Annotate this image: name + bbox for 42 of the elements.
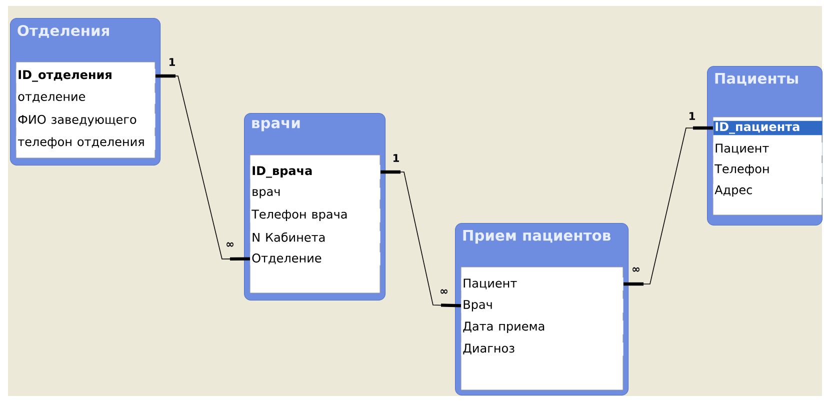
cardinality-label: ∞ [226, 242, 234, 247]
field-row: отделение [16, 92, 156, 104]
node-label: Телефон врача [252, 210, 347, 222]
field-row: N Кабинета [250, 231, 380, 244]
field-row: Пациент [713, 142, 822, 156]
node-label: Телефон [714, 164, 769, 176]
field-row: ID_пациента [713, 120, 822, 136]
node-label: Дата приема [463, 322, 544, 334]
cardinality-label: 1 [170, 58, 175, 66]
node-label: N Кабинета [252, 232, 325, 242]
field-row: ФИО заведующего [16, 114, 156, 128]
cardinality-label: 1 [690, 112, 695, 120]
cardinality-label: 1 [394, 154, 399, 162]
field-row: Дата приема [461, 320, 624, 334]
relationship-line [380, 170, 462, 308]
cardinality-label: ∞ [440, 289, 448, 294]
node-label: врач [252, 189, 280, 198]
field-row: врач [250, 188, 380, 200]
relationship-line [624, 126, 713, 286]
relationship-line [156, 74, 250, 261]
node-label: Врач [464, 300, 492, 312]
node-label: Диагноз [463, 344, 514, 354]
field-row: Пациент [461, 277, 624, 291]
field-row: Диагноз [461, 342, 624, 356]
node-label: ID_отделения [18, 70, 112, 82]
node-label: Отделение [252, 254, 322, 264]
field-row: Телефон [713, 163, 822, 177]
field-row: Телефон врача [250, 208, 380, 222]
cardinality-label: ∞ [632, 267, 640, 272]
field-row: ID_отделения [16, 68, 156, 84]
node-label: ID_врача [252, 166, 312, 178]
node-label: телефон отделения [18, 137, 144, 149]
node-label: ФИО заведующего [18, 114, 136, 126]
field-row: телефон отделения [16, 136, 156, 150]
node-label: Пациент [716, 144, 769, 154]
field-row: ID_врача [250, 164, 380, 180]
field-row: Адрес [713, 184, 822, 198]
field-row: Врач [461, 298, 624, 313]
field-row: Отделение [250, 252, 380, 266]
node-label: отделение [18, 94, 86, 102]
node-label: Пациент [464, 278, 517, 290]
node-label: Адрес [714, 185, 752, 197]
